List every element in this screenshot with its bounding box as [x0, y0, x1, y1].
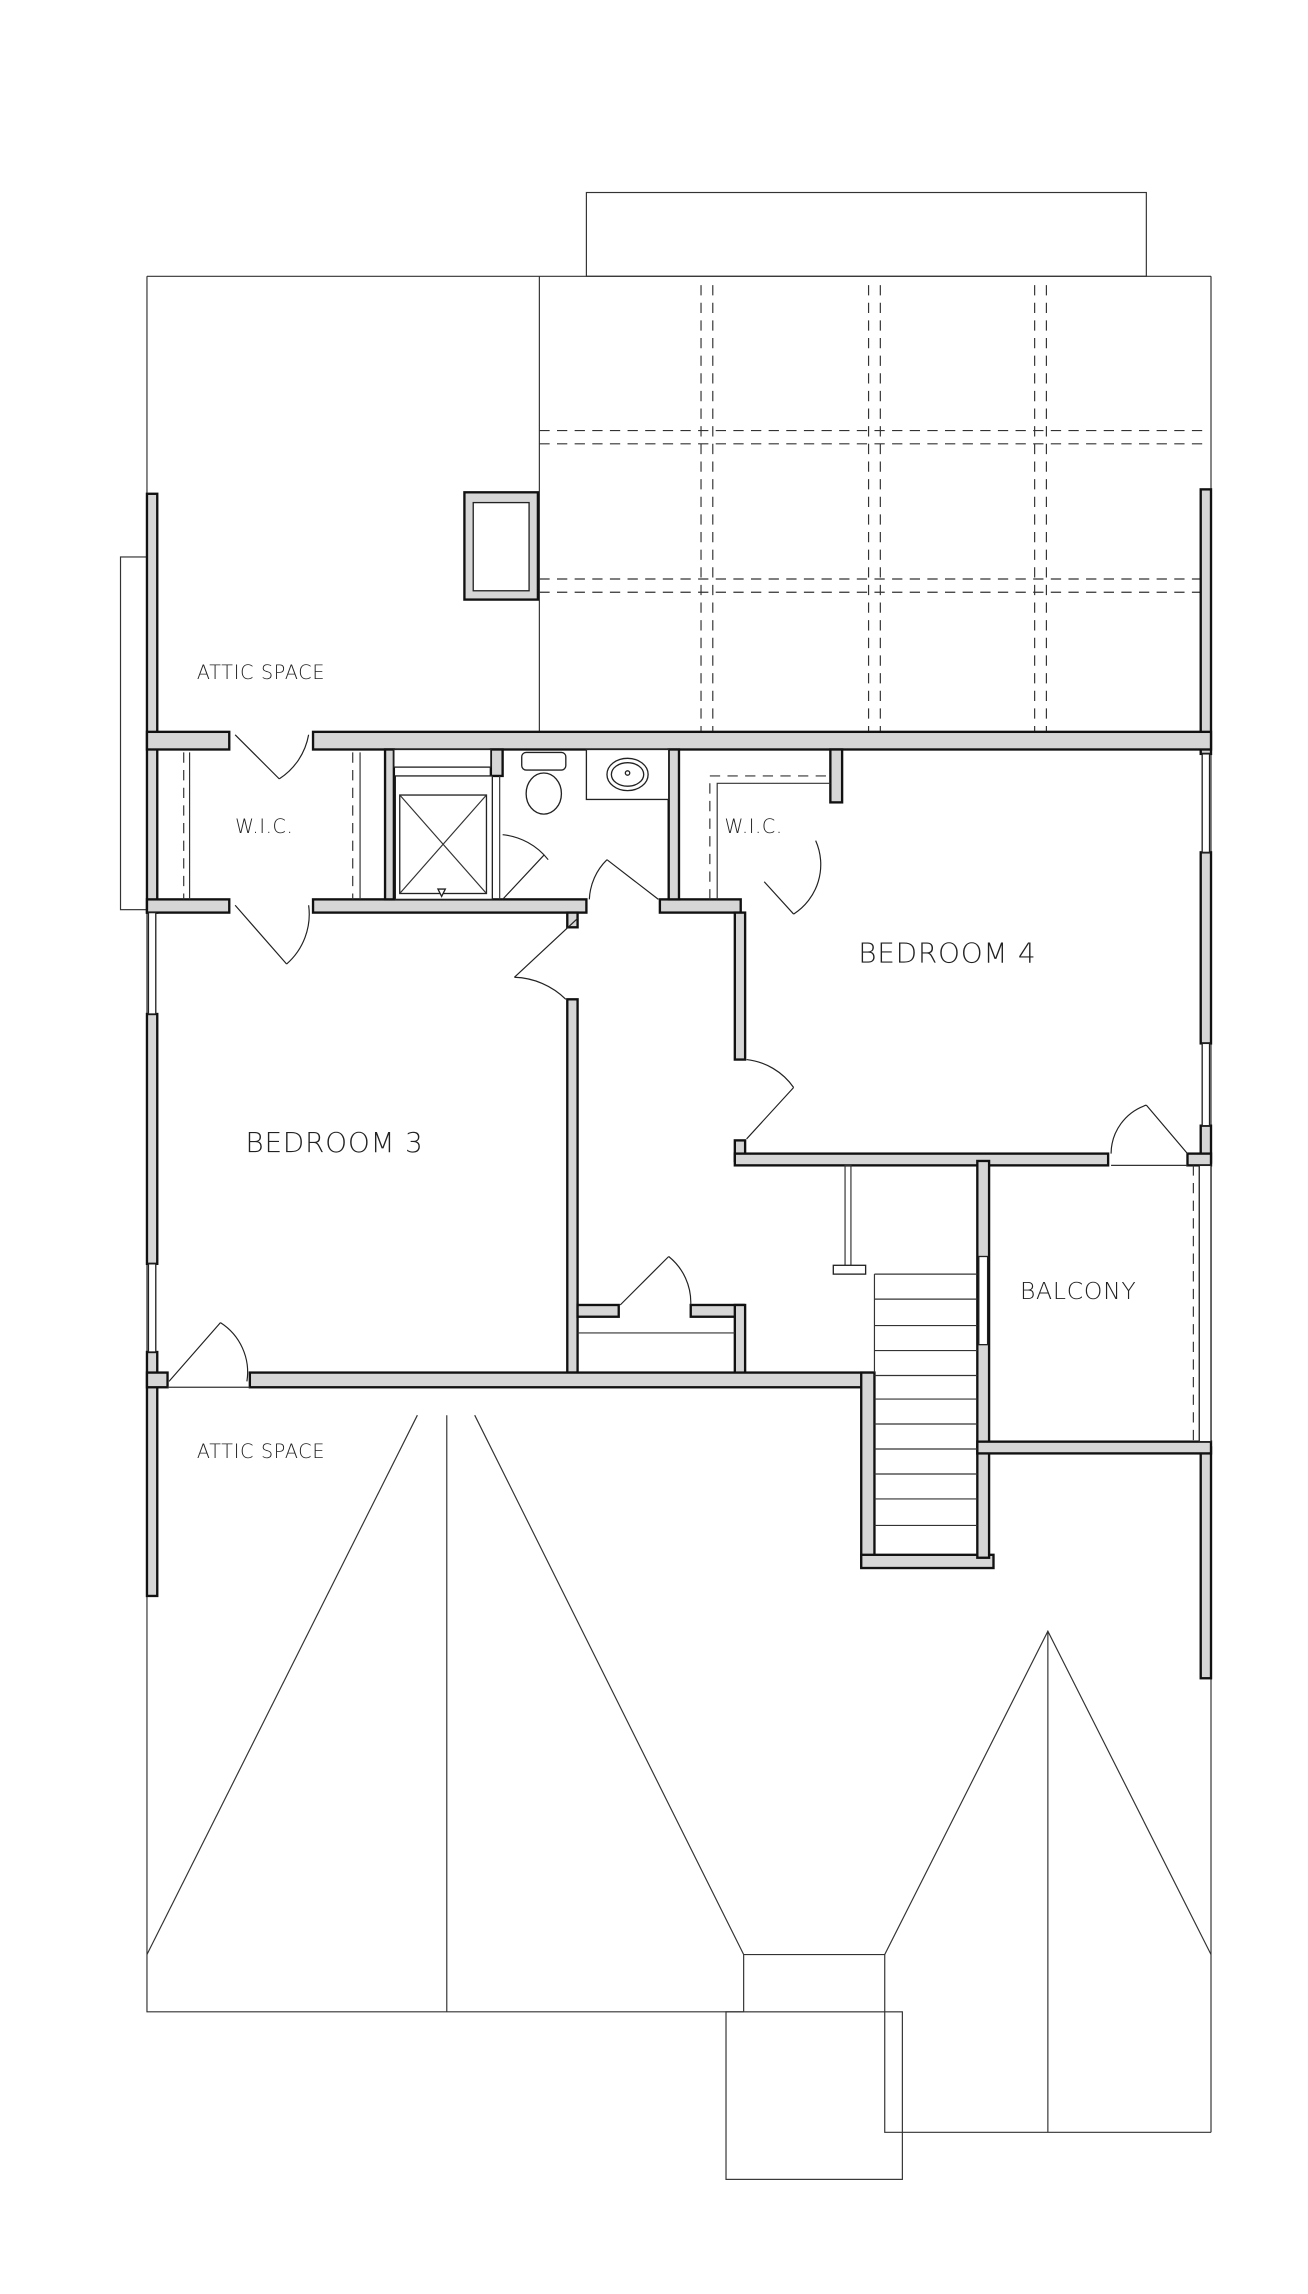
label-attic-top: ATTIC SPACE	[197, 661, 325, 684]
doors	[167, 734, 1188, 1388]
windows	[147, 753, 1212, 1443]
label-balcony: BALCONY	[1020, 1277, 1137, 1305]
attic-grid-dashed	[539, 285, 1206, 735]
label-wic-right: W.I.C.	[725, 815, 783, 838]
chimney	[463, 491, 540, 601]
label-wic-left: W.I.C.	[235, 815, 293, 838]
label-bedroom-3: BEDROOM 3	[245, 1126, 423, 1159]
bathroom-fixtures	[393, 748, 670, 901]
stairs	[577, 1164, 978, 1527]
walls	[145, 488, 1213, 1680]
label-attic-bottom: ATTIC SPACE	[197, 1440, 325, 1463]
label-bedroom-4: BEDROOM 4	[858, 937, 1036, 970]
room-labels: ATTIC SPACE W.I.C. W.I.C. BEDROOM 3 BEDR…	[197, 661, 1137, 1463]
roof-outline	[119, 191, 1212, 2180]
